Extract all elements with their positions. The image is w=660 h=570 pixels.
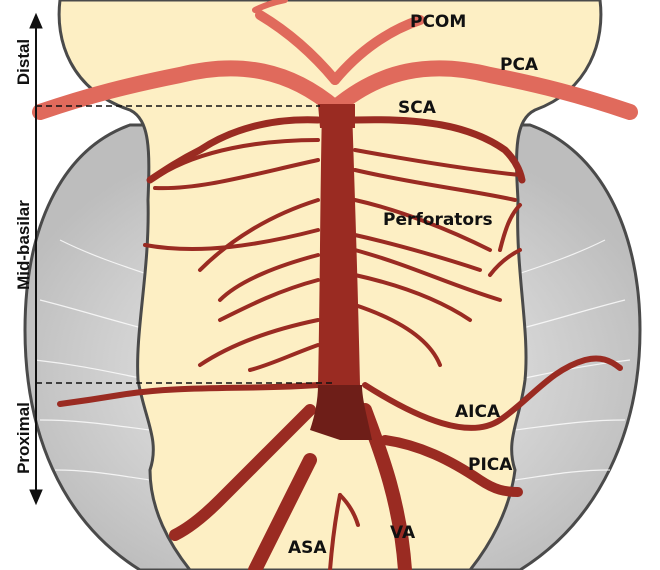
perforators-label: Perforators	[383, 210, 493, 230]
sca-label: SCA	[398, 98, 437, 118]
asa-label: ASA	[288, 538, 327, 558]
pca-label: PCA	[500, 55, 539, 75]
segment-axis-bottom-arrow	[30, 490, 42, 504]
distal-basilar	[318, 104, 355, 128]
pcom-label: PCOM	[410, 12, 466, 32]
va-label: VA	[390, 523, 416, 543]
mid-basilar-label: Mid-basilar	[14, 200, 33, 290]
proximal-label: Proximal	[14, 402, 33, 474]
aica-label: AICA	[455, 402, 501, 422]
segment-axis-top-arrow	[30, 14, 42, 28]
distal-label: Distal	[14, 39, 33, 85]
pica-label: PICA	[468, 455, 513, 475]
